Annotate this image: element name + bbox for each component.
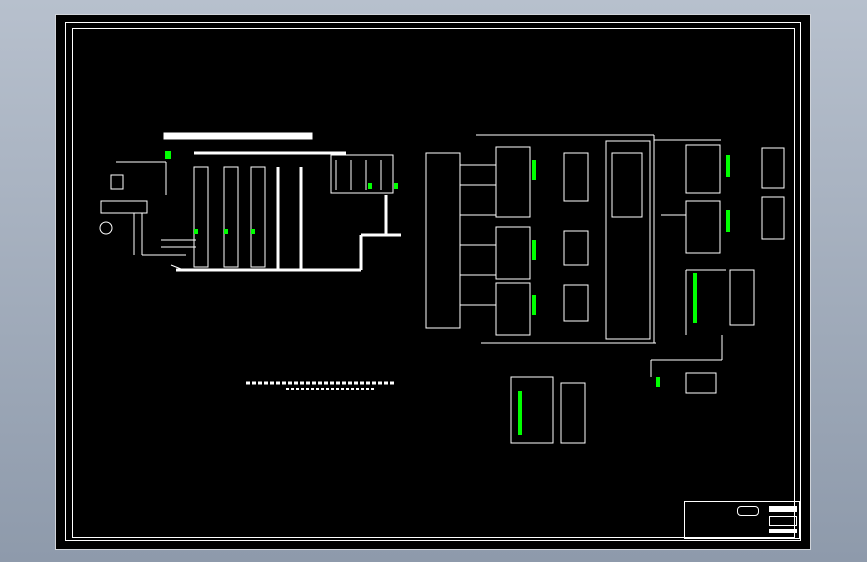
motor-driver-box <box>100 200 148 214</box>
title-field-1 <box>769 506 797 512</box>
drive-terminal-1 <box>761 147 785 189</box>
output-terminal-1 <box>563 152 589 202</box>
controller-unit <box>611 152 643 218</box>
breaker-column-3 <box>250 166 266 268</box>
legend-table <box>510 376 554 444</box>
plc-module-2 <box>495 226 531 280</box>
drive-terminal-2 <box>761 196 785 240</box>
breaker-column-2 <box>223 166 239 268</box>
drawing-border-outer <box>65 22 801 541</box>
drawing-border-inner <box>72 28 795 538</box>
cad-viewport[interactable] <box>55 14 811 550</box>
output-terminal-2 <box>563 230 589 266</box>
aux-relay-bank <box>330 154 394 194</box>
plc-io-wiring <box>425 134 785 444</box>
title-field-3 <box>769 529 797 533</box>
title-block <box>684 501 800 539</box>
title-logo <box>737 506 759 516</box>
breaker-column-1 <box>193 166 209 268</box>
io-connector <box>729 269 755 326</box>
drive-module-1 <box>685 144 721 194</box>
legend-symbols <box>560 382 586 444</box>
title-field-2 <box>769 516 797 526</box>
sensor-terminal <box>685 372 717 394</box>
connection-markers <box>165 151 730 435</box>
plc-module-1 <box>495 146 531 218</box>
drive-module-2 <box>685 200 721 254</box>
input-terminal-block <box>425 152 461 329</box>
notes-text <box>246 381 396 390</box>
schematic-canvas <box>99 132 785 444</box>
power-circuit <box>99 132 401 272</box>
contactor-symbol <box>110 174 124 190</box>
motor-symbol <box>99 221 113 235</box>
plc-module-3 <box>495 282 531 336</box>
header-bar <box>163 132 313 140</box>
output-terminal-3 <box>563 284 589 322</box>
control-cabinet-box <box>605 140 651 340</box>
